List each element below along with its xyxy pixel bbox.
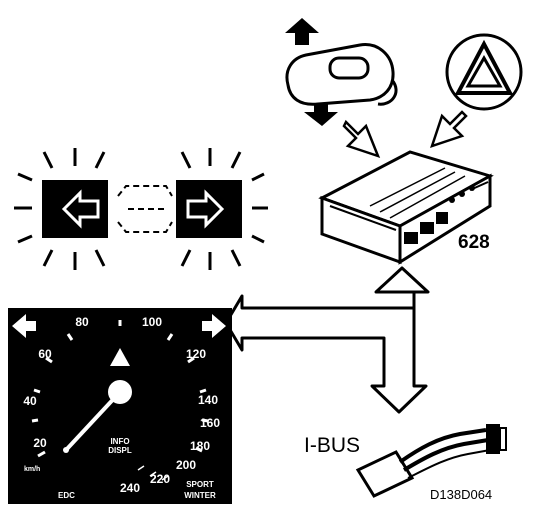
cluster-sport-label: SPORT <box>186 480 214 489</box>
turn-signal-right-icon <box>176 148 268 270</box>
control-module <box>318 150 494 265</box>
cluster-tick-40: 40 <box>23 394 37 408</box>
cluster-tick-120: 120 <box>186 347 206 361</box>
indicator-link <box>117 185 173 233</box>
cluster-warning-icon <box>110 348 130 366</box>
cluster-tick-100: 100 <box>142 315 162 329</box>
cluster-winter-label: WINTER <box>184 491 216 500</box>
cluster-tick-160: 160 <box>200 416 220 430</box>
bus-arrow <box>224 266 430 414</box>
cluster-tick-140: 140 <box>198 393 218 407</box>
cluster-displ-label: DISPL <box>108 446 132 455</box>
cluster-tick-60: 60 <box>38 347 52 361</box>
turn-signal-left-icon <box>14 148 108 270</box>
ibus-connector <box>355 424 507 498</box>
cluster-unit-label: km/h <box>24 466 40 473</box>
hazard-warning-icon <box>445 33 523 111</box>
figure-code: D138D064 <box>430 487 492 502</box>
cluster-tick-200: 200 <box>176 458 196 472</box>
cluster-left-arrow-icon <box>12 314 36 338</box>
cluster-tick-20: 20 <box>33 436 47 450</box>
cluster-tick-180: 180 <box>190 439 210 453</box>
cluster-tick-220: 220 <box>150 472 170 486</box>
bus-label: I-BUS <box>304 434 360 457</box>
cluster-right-arrow-icon <box>202 314 226 338</box>
module-label: 628 <box>458 232 490 253</box>
input-arrow-hazard <box>430 110 468 148</box>
instrument-cluster <box>8 308 232 504</box>
cluster-tick-240: 240 <box>120 481 140 495</box>
cluster-tick-80: 80 <box>75 315 89 329</box>
turn-signal-stalk-icon <box>285 18 398 126</box>
input-arrow-stalk <box>342 119 381 159</box>
cluster-info-label: INFO <box>110 437 129 446</box>
cluster-edc-label: EDC <box>58 491 75 500</box>
